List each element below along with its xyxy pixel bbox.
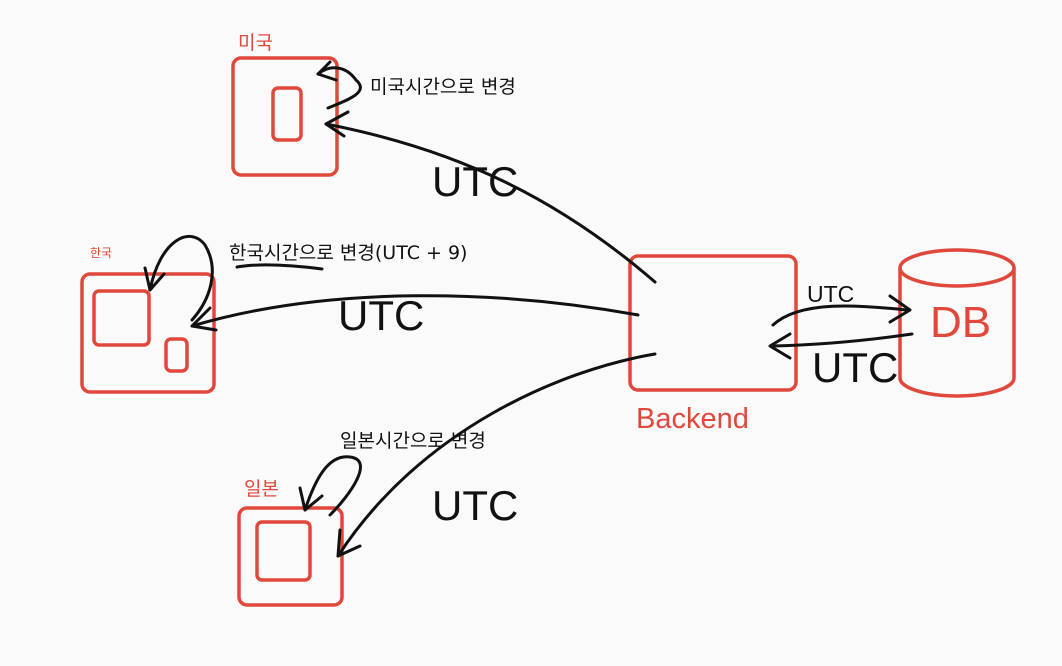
korea-device-screen-large <box>92 289 151 347</box>
arrow-backend-to-korea <box>190 294 640 328</box>
arrow-db-to-backend <box>770 332 914 348</box>
japan-device-box <box>237 506 344 607</box>
korea-label: 한국 <box>90 246 113 260</box>
japan-conversion-loop-head <box>298 486 324 512</box>
arrow-backend-to-usa <box>324 122 657 284</box>
backend-label: Backend <box>636 403 749 435</box>
arrow-backend-to-japan-head <box>336 528 362 558</box>
utc-label-to-japan: UTC <box>432 482 519 529</box>
japan-conversion-note: 일본시간으로 변경 <box>340 430 486 452</box>
arrow-db-to-backend-head <box>768 332 792 360</box>
utc-label-from-db: UTC <box>812 344 899 391</box>
arrow-backend-to-usa-head <box>324 110 350 138</box>
usa-conversion-loop <box>316 66 362 110</box>
usa-conversion-note: 미국시간으로 변경 <box>370 76 516 98</box>
backend-box <box>628 254 798 392</box>
korea-device-screen-small <box>164 337 189 373</box>
usa-label: 미국 <box>238 32 273 54</box>
arrow-backend-to-korea-head <box>190 306 218 332</box>
korea-note-underline <box>235 263 324 271</box>
db-cylinder <box>898 248 1016 398</box>
usa-conversion-loop-head <box>316 60 338 82</box>
usa-device-screen <box>271 86 303 142</box>
utc-label-to-korea: UTC <box>338 292 425 339</box>
korea-conversion-note: 한국시간으로 변경(UTC + 9) <box>229 242 468 264</box>
korea-conversion-loop <box>148 234 214 322</box>
arrow-backend-to-db-head <box>888 294 912 324</box>
japan-conversion-loop <box>303 455 362 517</box>
utc-label-to-usa: UTC <box>432 158 519 205</box>
korea-device-box <box>80 272 216 394</box>
japan-device-screen <box>255 520 312 582</box>
utc-label-to-db: UTC <box>807 281 855 307</box>
db-label: DB <box>930 298 992 347</box>
japan-label: 일본 <box>244 478 279 500</box>
korea-conversion-loop-head <box>143 266 166 292</box>
arrow-backend-to-japan <box>336 352 657 558</box>
arrow-backend-to-db <box>771 304 908 327</box>
